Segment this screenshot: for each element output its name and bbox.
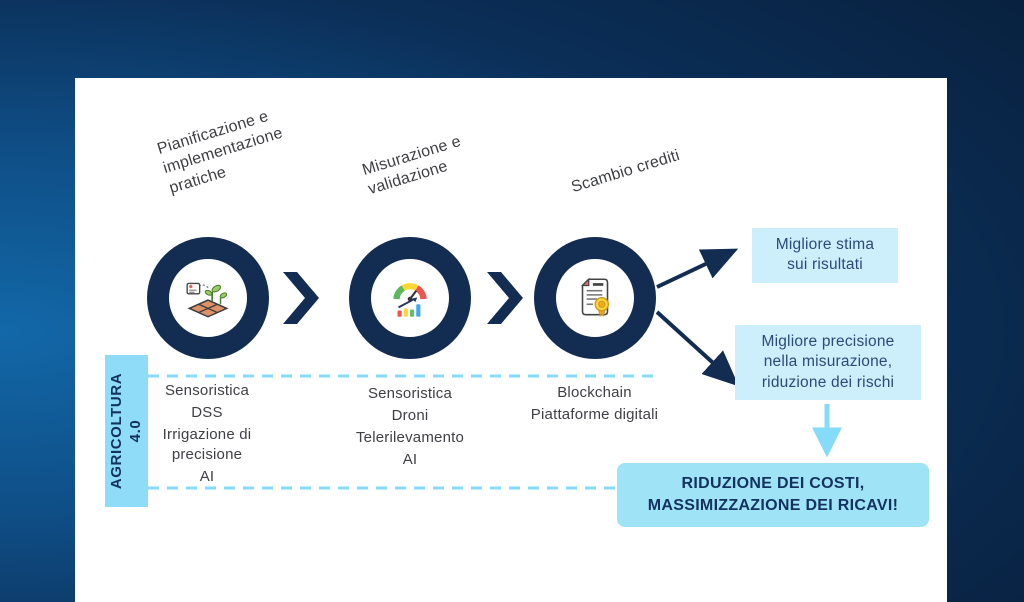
list-item: Telerilevamento	[355, 429, 465, 446]
step-circle-misurazione	[349, 237, 471, 359]
gauge-chart-icon	[393, 283, 427, 317]
callout-riduzione-costi-text: RIDUZIONE DEI COSTI, MASSIMIZZAZIONE DEI…	[647, 474, 899, 514]
list-item: AI	[402, 451, 418, 468]
callout-riduzione-costi: RIDUZIONE DEI COSTI, MASSIMIZZAZIONE DEI…	[617, 463, 929, 527]
agricoltura-label-line2: 4.0	[126, 419, 144, 443]
field-sensor-icon	[186, 282, 229, 318]
step-label-misurazione: Misurazione e validazione	[360, 132, 464, 199]
agricoltura-40-label: AGRICOLTURA 4.0	[105, 355, 148, 507]
arrow-to-top-callout	[656, 248, 739, 289]
tech-list-pianificazione: Sensoristica DSS Irrigazione di precisio…	[132, 380, 282, 488]
callout-migliore-precisione: Migliore precisione nella misurazione, r…	[735, 325, 921, 401]
content-card: Pianificazione e implementazione pratich…	[75, 78, 947, 602]
tech-list-misurazione: Sensoristica Droni Telerilevamento AI	[335, 383, 485, 471]
certificate-icon	[580, 277, 610, 317]
chevron-right-icon	[283, 272, 319, 324]
list-item: AI	[199, 468, 215, 485]
list-item: Piattaforme digitali	[530, 406, 659, 423]
list-item: Irrigazione di precisione	[162, 426, 252, 463]
list-item: Droni	[391, 407, 429, 424]
step-circle-scambio	[534, 237, 656, 359]
arrow-to-middle-callout	[655, 310, 739, 387]
list-item: Sensoristica	[164, 382, 250, 399]
list-item: Blockchain	[557, 384, 632, 401]
chevron-right-icon	[487, 272, 523, 324]
list-item: Sensoristica	[367, 385, 453, 402]
tech-list-scambio: Blockchain Piattaforme digitali	[522, 382, 667, 426]
agricoltura-label-line1: AGRICOLTURA	[107, 372, 125, 490]
step-label-pianificazione: Pianificazione e implementazione pratich…	[155, 107, 285, 198]
step-circle-pianificazione	[147, 237, 269, 359]
list-item: DSS	[191, 404, 223, 421]
callout-migliore-stima: Migliore stima sui risultati	[752, 228, 898, 283]
agricoltura-40-label-box: AGRICOLTURA 4.0	[105, 355, 148, 507]
step-label-scambio-crediti: Scambio crediti	[569, 146, 682, 197]
